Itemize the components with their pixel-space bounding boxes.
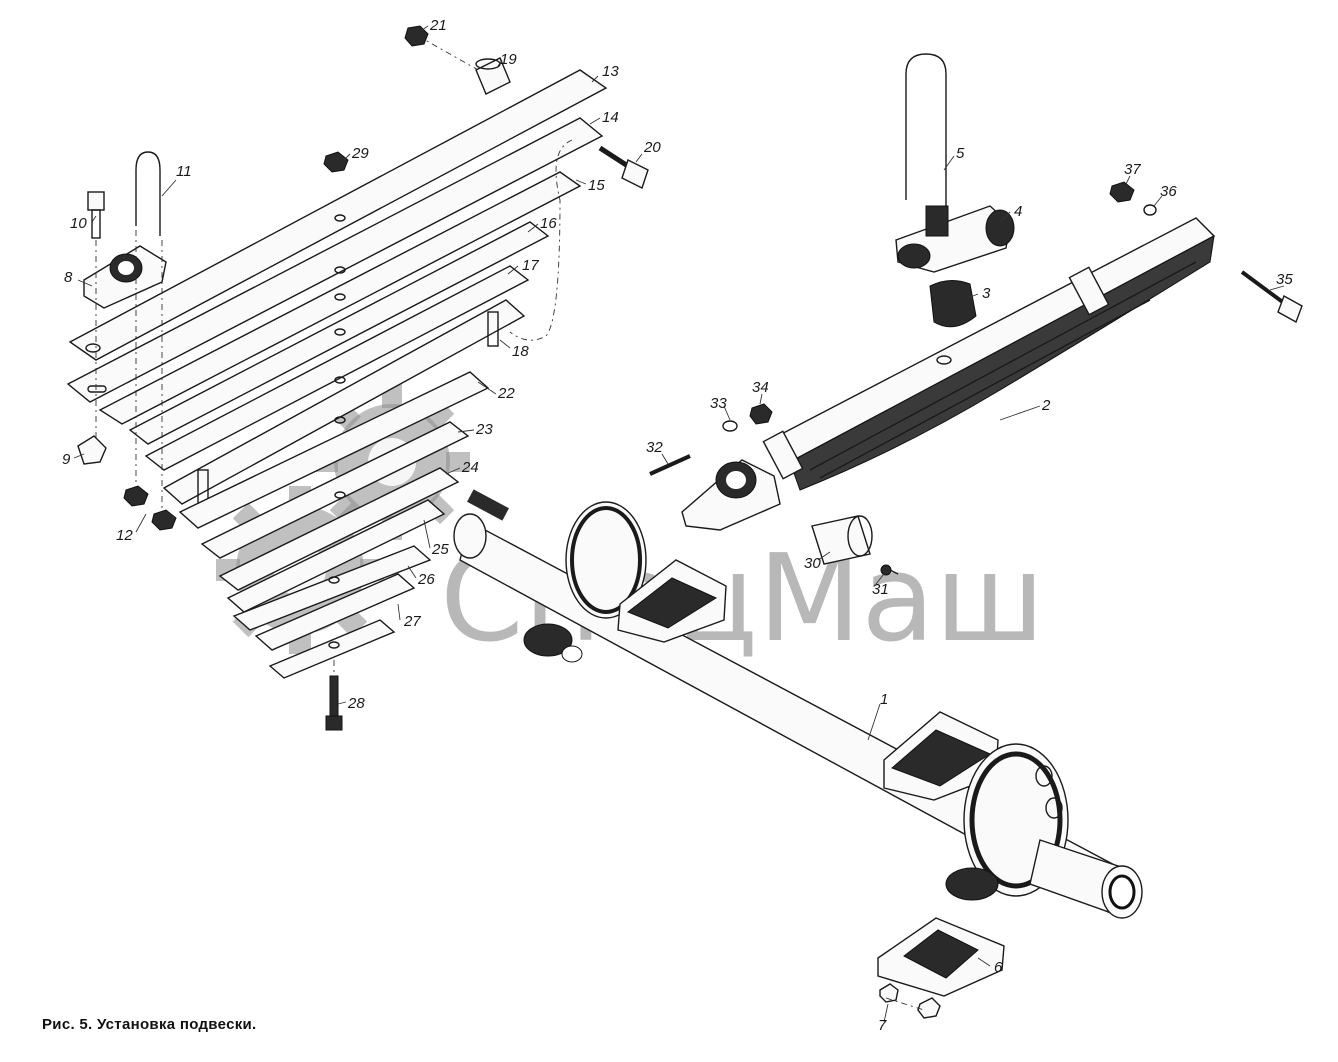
- callout-35: 35: [1276, 271, 1293, 288]
- callout-17: 17: [522, 257, 539, 274]
- axle-1: [453, 489, 1143, 919]
- callout-10: 10: [70, 215, 87, 232]
- nut-9: [77, 435, 107, 465]
- nut-21: [404, 25, 429, 47]
- bolt-20: [598, 145, 649, 189]
- ubolt-11: [135, 151, 161, 236]
- spring-assembly-2: [762, 217, 1216, 491]
- bump-stop-3: [929, 280, 977, 328]
- callout-9: 9: [62, 451, 71, 468]
- callout-15: 15: [588, 177, 605, 194]
- nut-7b: [917, 997, 941, 1019]
- leaf-15: [98, 171, 582, 425]
- callout-23: 23: [475, 421, 493, 438]
- callout-32: 32: [646, 439, 663, 456]
- bolt-10: [87, 191, 105, 239]
- callout-29: 29: [351, 145, 369, 162]
- nut-37: [1109, 181, 1135, 203]
- ubolt-5: [905, 53, 947, 214]
- callout-31: 31: [872, 581, 889, 598]
- callout-1: 1: [880, 691, 888, 708]
- callout-33: 33: [710, 395, 727, 412]
- leaf-27: [254, 573, 416, 651]
- leaf-25: [226, 499, 446, 613]
- callout-30: 30: [804, 555, 821, 572]
- leaf-24: [218, 467, 460, 591]
- leaf-23: [200, 421, 470, 559]
- callout-5: 5: [956, 145, 965, 162]
- cap-4: [895, 205, 1015, 273]
- callout-16: 16: [540, 215, 557, 232]
- bolt-35: [1240, 270, 1303, 324]
- callout-21: 21: [429, 17, 447, 34]
- callout-27: 27: [403, 613, 421, 630]
- callout-37: 37: [1124, 161, 1141, 178]
- leaf-16: [128, 221, 550, 445]
- leaf-26: [232, 545, 432, 631]
- callout-22: 22: [497, 385, 515, 402]
- leaf-stack: [66, 69, 608, 679]
- figure-caption: Рис. 5. Установка подвески.: [42, 1016, 257, 1033]
- bracket-front: [681, 459, 781, 531]
- callout-4: 4: [1014, 203, 1022, 220]
- callout-25: 25: [431, 541, 449, 558]
- callout-20: 20: [643, 139, 661, 156]
- callout-19: 19: [500, 51, 517, 68]
- nut-34: [749, 403, 773, 425]
- callout-28: 28: [347, 695, 365, 712]
- callout-6: 6: [994, 959, 1003, 976]
- nut-12b: [151, 509, 177, 531]
- washer-36: [1143, 204, 1157, 216]
- callout-2: 2: [1041, 397, 1051, 414]
- pin-32: [649, 454, 691, 476]
- callout-8: 8: [64, 269, 73, 286]
- leaf-bottom: [268, 619, 396, 679]
- washer-33: [722, 420, 738, 432]
- nut-12a: [123, 485, 149, 507]
- callout-11: 11: [176, 163, 192, 180]
- callout-18: 18: [512, 343, 529, 360]
- leaf-17: [144, 265, 530, 471]
- pin-30: [811, 515, 873, 565]
- spacer-19: [475, 57, 511, 95]
- callout-3: 3: [982, 285, 991, 302]
- callout-34: 34: [752, 379, 769, 396]
- callout-labels: 1 2 3 4 5 6 7 8 9 10 11 12 13 14 15 16 1…: [62, 17, 1293, 1034]
- callout-24: 24: [461, 459, 479, 476]
- callout-7: 7: [878, 1017, 887, 1034]
- leader-lines: [73, 25, 1285, 1023]
- bracket-8: [83, 245, 167, 309]
- seat-plate-6: [877, 917, 1005, 997]
- callout-26: 26: [417, 571, 435, 588]
- nut-7a: [879, 983, 899, 1003]
- callout-13: 13: [602, 63, 619, 80]
- callout-36: 36: [1160, 183, 1177, 200]
- callout-12: 12: [116, 527, 133, 544]
- leaf-14: [66, 117, 604, 403]
- bolt-28: [329, 675, 339, 717]
- leaf-22: [178, 371, 490, 529]
- nut-29: [323, 151, 349, 173]
- grease-fitting-31: [880, 564, 899, 576]
- leaf-18: [162, 299, 526, 505]
- callout-14: 14: [602, 109, 619, 126]
